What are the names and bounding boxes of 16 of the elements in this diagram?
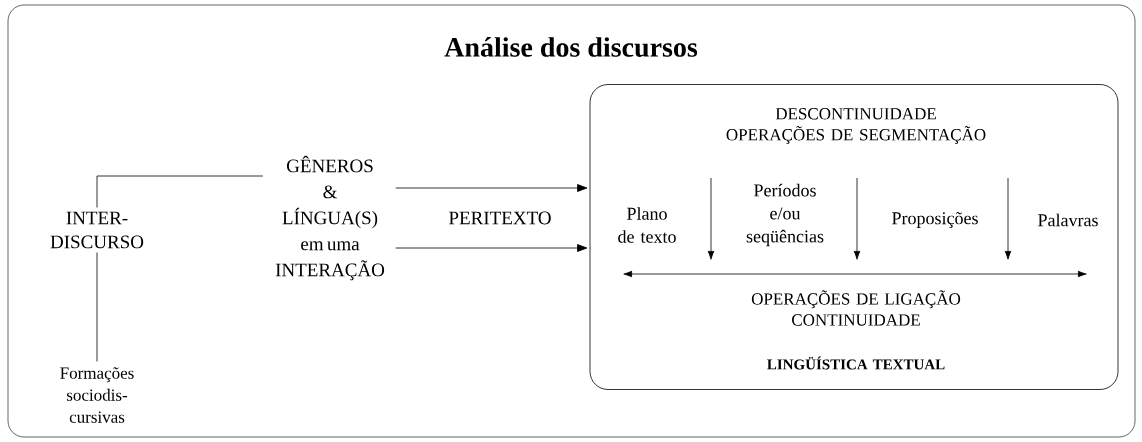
text-label: Palavras [1038,213,1098,227]
text-label: Proposições [892,212,978,228]
arrow [395,184,588,192]
connector-line [96,252,98,362]
title: Análise dos discursos [444,37,698,57]
text-label: INTER- DISCURSO [50,211,144,249]
edge-label: PERITEXTO [446,209,554,227]
heading-text: DESCONTINUIDADE OPERAÇÕES DE SEGMENTAÇÃO [726,108,986,144]
text-label: Plano de texto [618,207,676,243]
connector-line [96,175,264,208]
arrow [395,244,588,252]
text-label: GÊNEROS & LÍNGUA(S) em uma INTERAÇÃO [275,155,385,281]
title-text: LINGÜÍSTICA TEXTUAL [767,356,945,370]
text-label: Períodos e/ou seqüências [746,183,824,247]
text-label: Formações sociodis- cursivas [60,367,134,423]
caption-text: OPERAÇÕES DE LIGAÇÃO CONTINUIDADE [751,290,961,326]
